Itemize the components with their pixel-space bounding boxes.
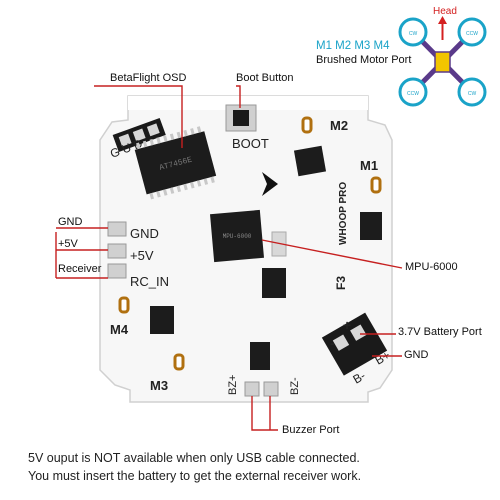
bz-plus-silkscreen: BZ+ [227, 375, 239, 395]
boot-button-component [225, 104, 257, 132]
motor-icon-text-4: CW [468, 91, 477, 97]
m2-silkscreen: M2 [330, 118, 348, 133]
mpu-label: MPU-6000 [405, 261, 458, 273]
boot-silkscreen: BOOT [232, 136, 269, 151]
motor-icon-text-1: CW [409, 31, 418, 37]
motor-labels: M1 M2 M3 M4 [316, 40, 390, 52]
pad-rcin-silkscreen: RC_IN [130, 274, 169, 289]
battery-connector [321, 312, 388, 376]
whoop-pro-silkscreen: WHOOP PRO [338, 182, 349, 245]
note-line-2: You must insert the battery to get the e… [28, 469, 362, 483]
minus-silkscreen: - [330, 335, 335, 351]
betaflight-osd-label: BetaFlight OSD [110, 72, 187, 84]
left-pads [107, 221, 127, 279]
buzzer-port-label: Buzzer Port [282, 424, 340, 436]
b-plus-silkscreen: B+ [373, 348, 393, 368]
mpu-chip-marking: MPU-6000 [223, 233, 252, 240]
f3-silkscreen: F3 [334, 276, 348, 290]
plus-silkscreen: + [343, 317, 351, 333]
plus5v-label: +5V [58, 238, 78, 250]
battery-port-label: 3.7V Battery Port [398, 326, 482, 338]
note-line-1: 5V ouput is NOT available when only USB … [28, 451, 360, 465]
bz-minus-silkscreen: BZ- [289, 377, 301, 395]
motor-icon-text-2: CCW [466, 31, 478, 37]
mpu-chip: MPU-6000 [210, 209, 264, 263]
pad-gnd-silkscreen: GND [130, 226, 159, 241]
boot-button-label: Boot Button [236, 72, 294, 84]
head-label: Head [433, 6, 457, 17]
pad-5v-silkscreen: +5V [130, 248, 154, 263]
board-arrow-icon [262, 172, 278, 196]
gnd-label: GND [58, 216, 83, 228]
m1-silkscreen: M1 [360, 158, 378, 173]
m3-silkscreen: M3 [150, 378, 168, 393]
quad-frame-icon: CW CCW CCW CW [398, 16, 487, 107]
brushed-motor-port-label: Brushed Motor Port [316, 54, 412, 66]
receiver-label: Receiver [58, 263, 102, 275]
gnd-right-label: GND [404, 349, 429, 361]
callout-lines [55, 85, 403, 431]
gud-header [112, 117, 166, 152]
m4-silkscreen: M4 [110, 322, 129, 337]
motor-icon-text-3: CCW [407, 91, 419, 97]
osd-chip: AT7456E [134, 126, 217, 200]
